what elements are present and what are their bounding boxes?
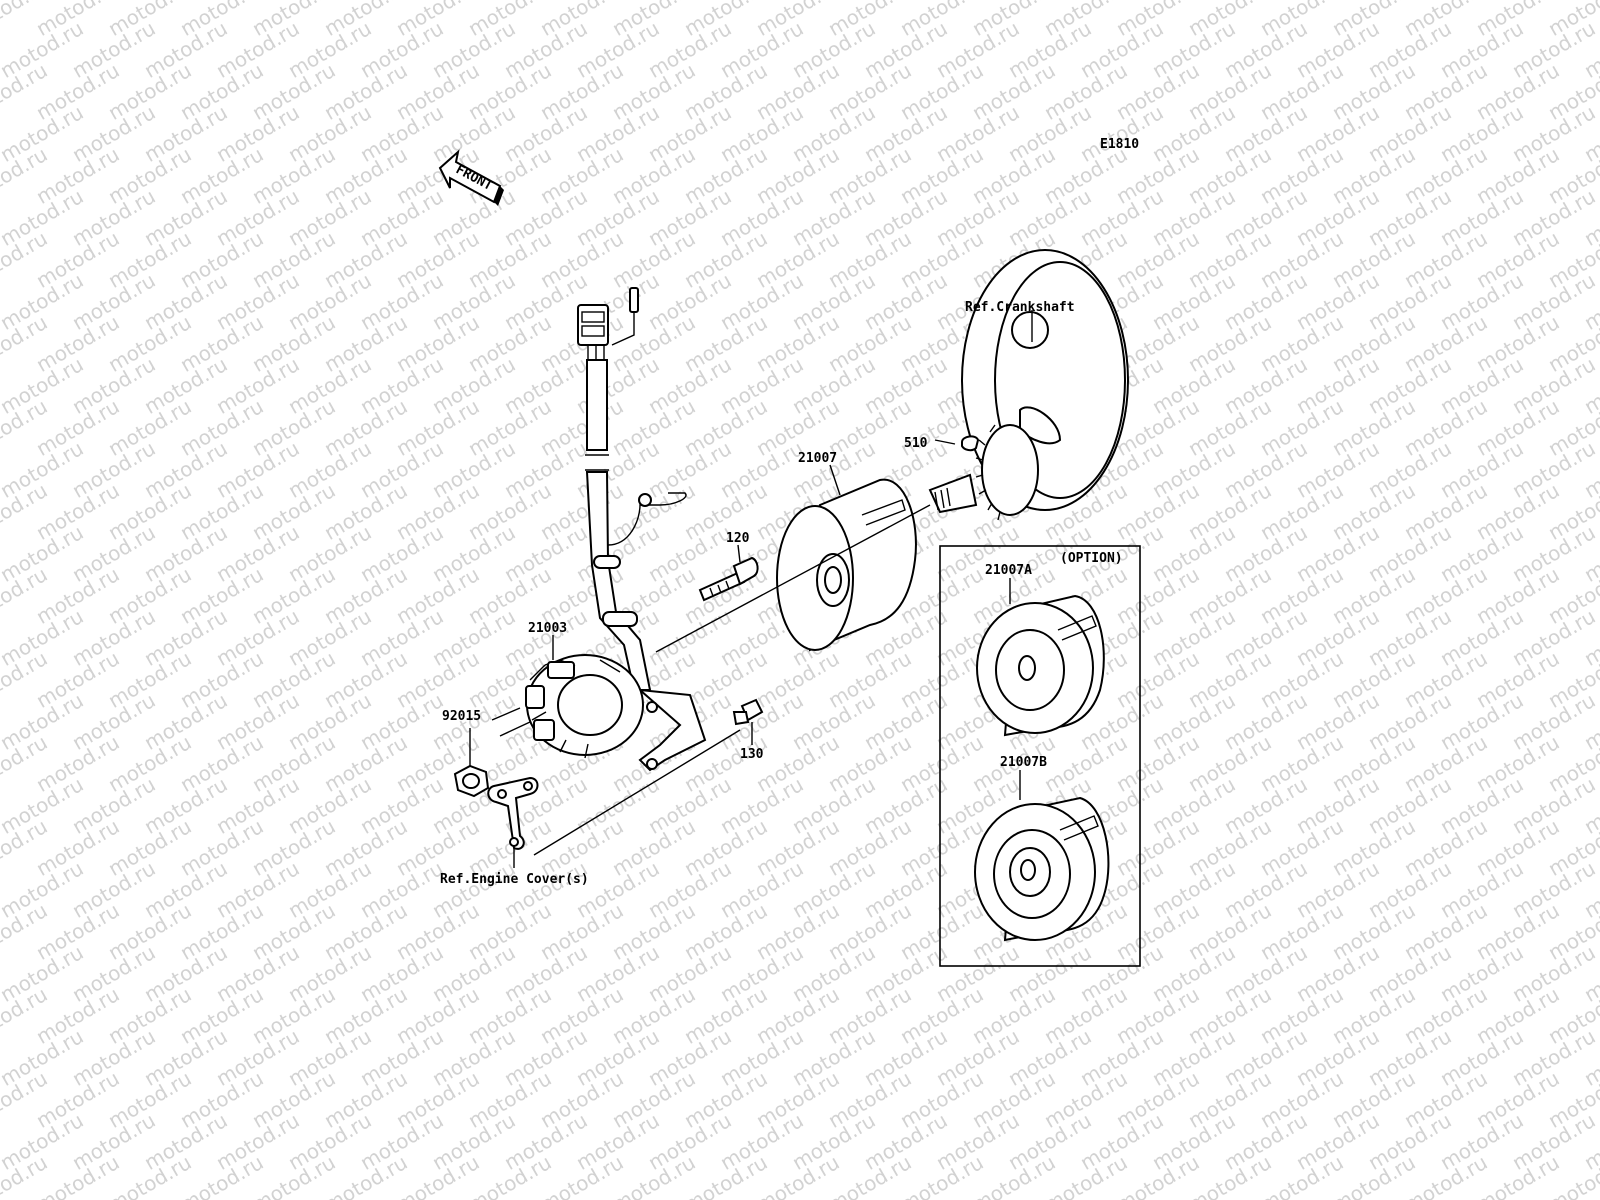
label-21007A: 21007A — [985, 563, 1032, 578]
label-130: 130 — [740, 747, 764, 762]
rotor-21007 — [776, 478, 917, 652]
label-21007B: 21007B — [1000, 755, 1047, 770]
nut-92015 — [453, 764, 490, 798]
label-510: 510 — [904, 436, 928, 451]
label-120: 120 — [726, 531, 750, 546]
crankshaft — [928, 249, 1129, 521]
label-92015: 92015 — [442, 709, 481, 724]
bolt-120 — [698, 556, 759, 602]
rotor-21007B — [974, 796, 1110, 942]
label-ref-crankshaft: Ref.Crankshaft — [965, 300, 1075, 315]
leader-lines — [469, 310, 1033, 868]
key-510 — [961, 435, 980, 452]
stator-coil — [525, 654, 644, 759]
option-box — [939, 545, 1141, 967]
figure-code: E1810 — [1100, 137, 1139, 152]
label-ref-engine-cover: Ref.Engine Cover(s) — [440, 872, 589, 887]
wiring-harness — [577, 287, 707, 772]
option-label: (OPTION) — [1060, 551, 1123, 566]
bolt-130 — [732, 698, 764, 726]
label-21007: 21007 — [798, 451, 837, 466]
rotor-21007A — [976, 594, 1105, 737]
clamp-plate — [487, 776, 539, 850]
front-arrow-icon: FRONT — [438, 149, 504, 206]
label-21003: 21003 — [528, 621, 567, 636]
